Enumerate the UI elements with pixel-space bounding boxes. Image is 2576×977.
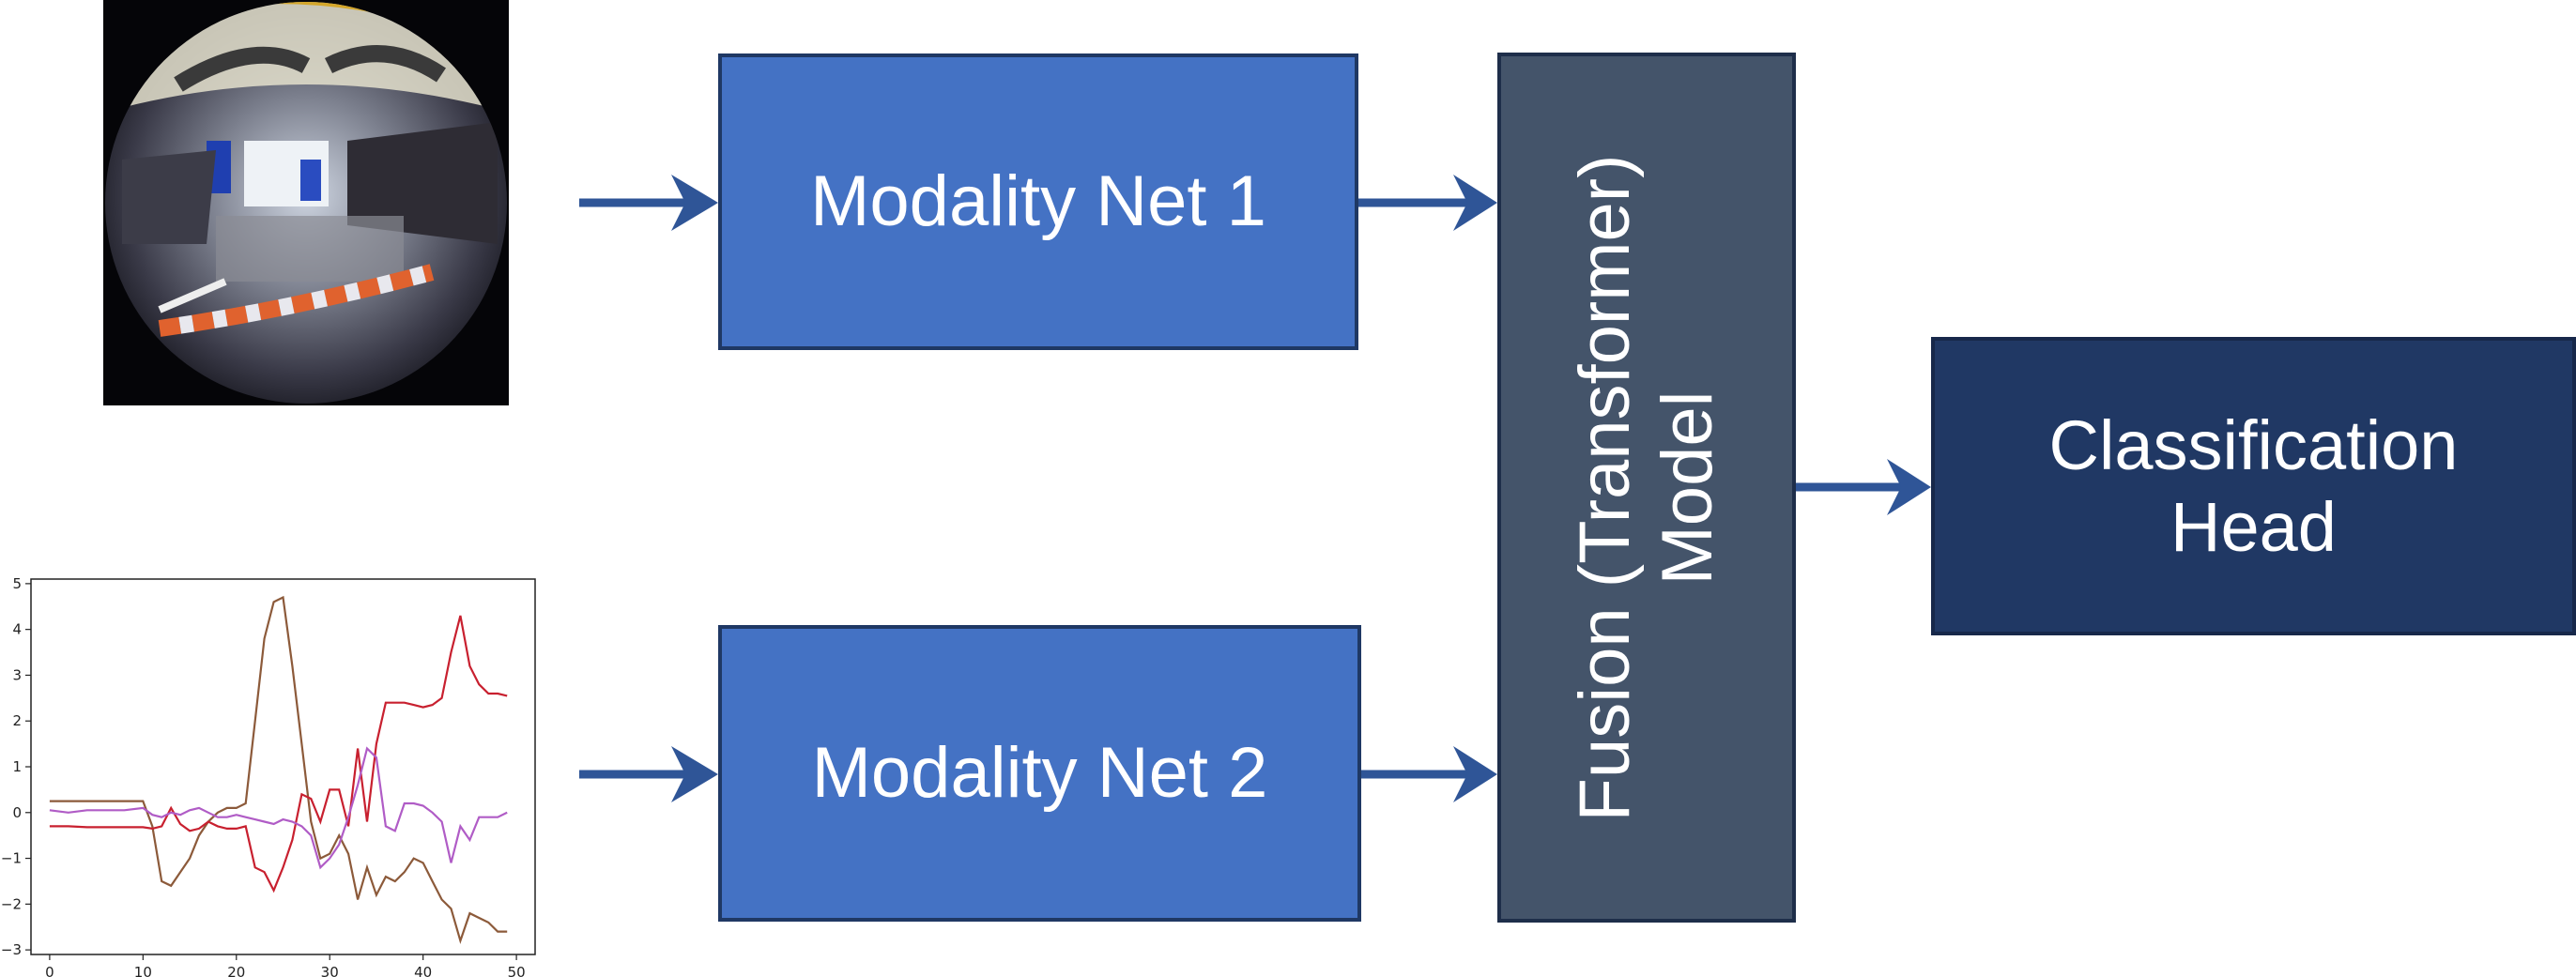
x-tick-label: 50 (508, 964, 526, 977)
series-line-2 (49, 615, 508, 893)
y-tick-label: 1 (12, 758, 22, 775)
modality-net-1-label: Modality Net 1 (810, 161, 1266, 242)
modality-net-2-box: Modality Net 2 (718, 625, 1361, 922)
classification-head-line2: Head (2170, 488, 2337, 566)
modality-net-1-box: Modality Net 1 (718, 53, 1358, 350)
x-tick-label: 10 (134, 964, 152, 977)
fusion-label-line2: Model (1648, 390, 1727, 585)
classification-head-box: Classification Head (1931, 337, 2576, 635)
y-tick-label: −3 (1, 941, 22, 958)
arrow-net2-to-fusion (1361, 746, 1497, 802)
plot-lines (49, 595, 508, 945)
y-tick-label: 3 (12, 666, 22, 683)
x-tick-label: 20 (227, 964, 245, 977)
x-tick-label: 30 (321, 964, 339, 977)
y-tick-label: 4 (12, 621, 22, 638)
x-tick-label: 0 (45, 964, 54, 977)
arrow-image-to-net1 (579, 175, 718, 231)
y-tick-label: 0 (12, 804, 22, 821)
arrow-plot-to-net2 (579, 746, 718, 802)
series-line-1 (49, 595, 508, 945)
modality-net-2-label: Modality Net 2 (811, 733, 1268, 814)
y-tick-label: −2 (1, 895, 22, 912)
fusion-transformer-box: Fusion (Transformer) Model (1497, 53, 1796, 923)
y-tick-label: −1 (1, 850, 22, 867)
classification-head-line1: Classification (2048, 405, 2459, 484)
fusion-label-line1: Fusion (Transformer) (1564, 154, 1645, 821)
x-tick-label: 40 (414, 964, 432, 977)
fisheye-camera-image (103, 0, 509, 405)
plot-frame (30, 578, 536, 955)
arrow-net1-to-fusion (1358, 175, 1497, 231)
fusion-label-group: Fusion (Transformer) Model (1564, 131, 1729, 845)
y-tick-label: 5 (12, 575, 22, 592)
series-line-3 (49, 746, 508, 870)
arrow-fusion-to-head (1796, 459, 1931, 515)
y-tick-label: 2 (12, 712, 22, 729)
